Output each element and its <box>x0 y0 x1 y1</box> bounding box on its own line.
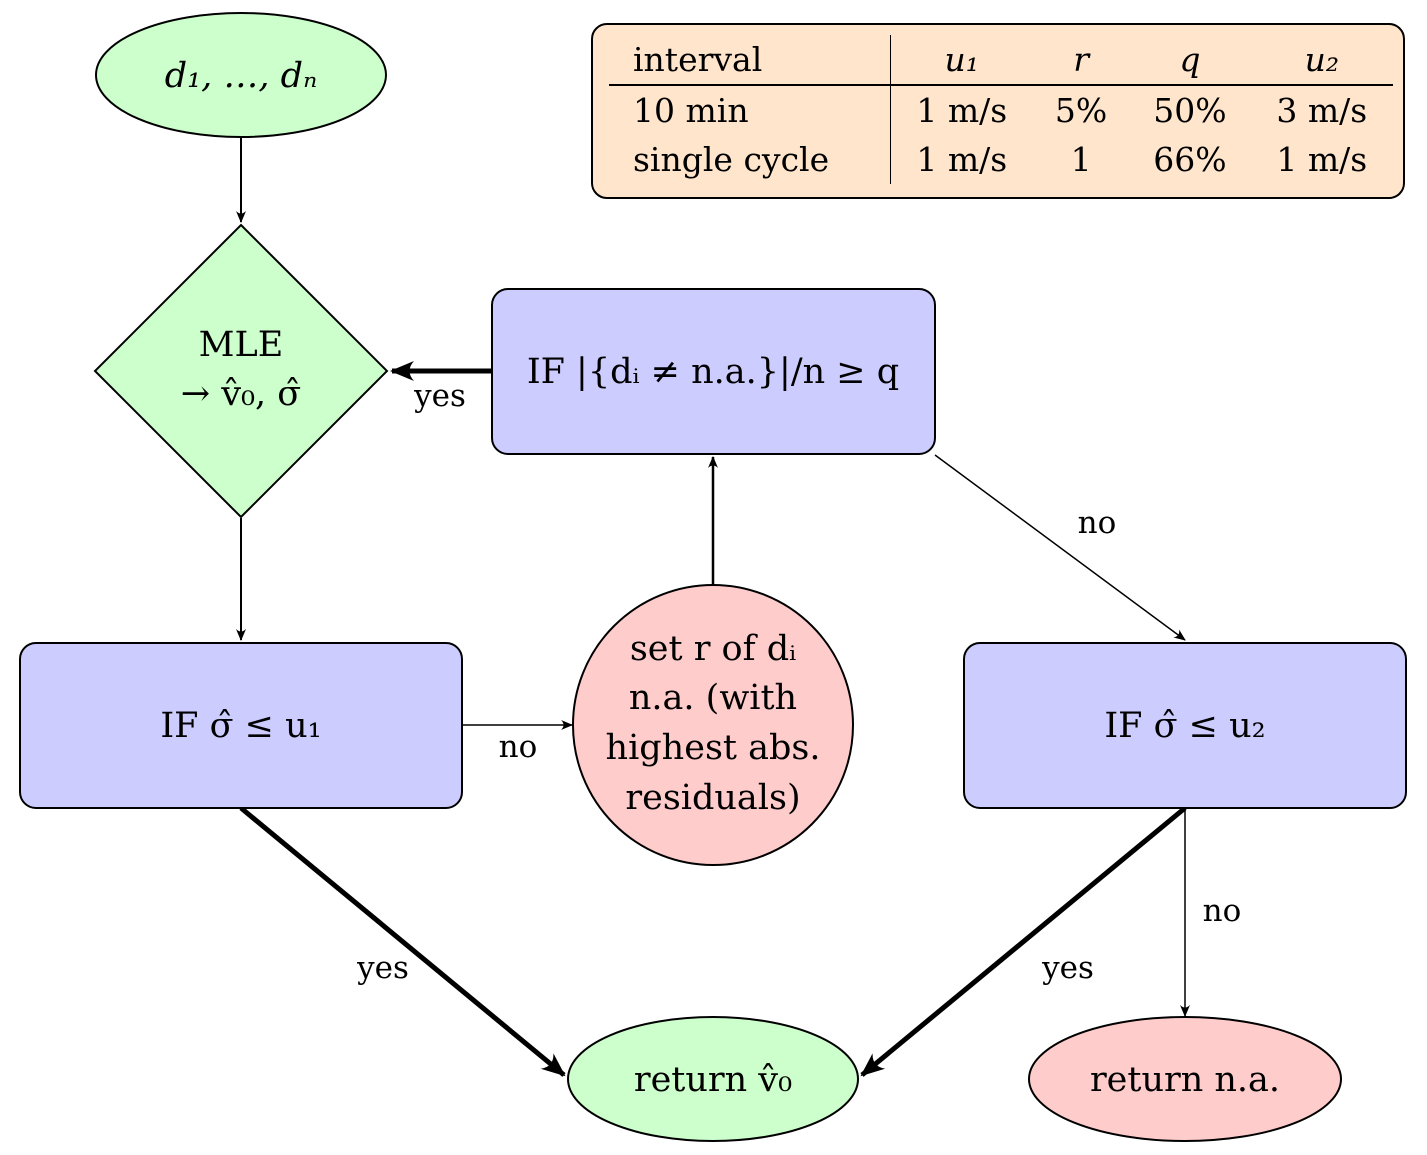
header-q: q <box>1179 40 1201 79</box>
cell-r: 5% <box>1054 91 1108 130</box>
cell-u2: 1 m/s <box>1276 140 1368 179</box>
mle-diamond <box>93 223 389 519</box>
check-u1-text: IF σ̂ ≤ u₁ <box>160 706 321 746</box>
header-r: r <box>1073 40 1089 79</box>
cell-u1: 1 m/s <box>916 91 1008 130</box>
set-na-line4: residuals) <box>625 778 800 818</box>
cell-q: 50% <box>1153 91 1227 130</box>
cell-interval: 10 min <box>609 85 891 135</box>
node-check-fraction: IF |{dᵢ ≠ n.a.}|/n ≥ q <box>491 288 936 455</box>
check-u2-text: IF σ̂ ≤ u₂ <box>1104 706 1265 746</box>
edge-label-yes-fraction: yes <box>413 378 466 414</box>
header-interval: interval <box>609 35 891 85</box>
node-return-v0: return v̂₀ <box>567 1016 859 1142</box>
return-na-ellipse <box>1028 1016 1342 1142</box>
cell-q: 66% <box>1153 140 1227 179</box>
set-na-line3: highest abs. <box>606 728 821 768</box>
cell-r: 1 <box>1070 140 1092 179</box>
parameter-table-box: interval u₁ r q u₂ 10 min 1 m/s 5% 50% 3… <box>591 23 1405 199</box>
return-v0-text: return v̂₀ <box>634 1060 792 1100</box>
cell-interval: single cycle <box>609 135 891 184</box>
set-na-line2: n.a. (with <box>629 678 797 718</box>
node-input: d₁, …, dₙ <box>95 12 387 138</box>
edge-label-yes-u1: yes <box>356 950 409 986</box>
edge-label-no-u2: no <box>1203 893 1242 929</box>
check-u2-box <box>963 642 1407 809</box>
table-row: single cycle 1 m/s 1 66% 1 m/s <box>609 135 1393 184</box>
check-u1-box <box>19 642 463 809</box>
check-fraction-text: IF |{dᵢ ≠ n.a.}|/n ≥ q <box>527 352 899 392</box>
set-na-line1: set r of dᵢ <box>630 629 796 669</box>
edges <box>236 138 1190 1077</box>
table-header-row: interval u₁ r q u₂ <box>609 35 1393 85</box>
parameter-table: interval u₁ r q u₂ 10 min 1 m/s 5% 50% 3… <box>609 35 1393 184</box>
edge-label-yes-u2: yes <box>1041 950 1094 986</box>
node-set-na: set r of dᵢ n.a. (with highest abs. resi… <box>572 584 854 866</box>
cell-u2: 3 m/s <box>1276 91 1368 130</box>
return-na-text: return n.a. <box>1090 1060 1280 1100</box>
cell-u1: 1 m/s <box>916 140 1008 179</box>
header-u2: u₂ <box>1304 40 1340 79</box>
return-v0-ellipse <box>567 1016 859 1142</box>
table-row: 10 min 1 m/s 5% 50% 3 m/s <box>609 85 1393 135</box>
header-u1: u₁ <box>944 40 979 79</box>
node-mle: MLE → v̂₀, σ̂ <box>93 223 389 519</box>
input-text: d₁, …, dₙ <box>165 56 318 96</box>
node-check-u1: IF σ̂ ≤ u₁ <box>19 642 463 809</box>
edge-check-fraction-to-check-u2 <box>934 454 1186 641</box>
input-ellipse <box>95 12 387 138</box>
edge-check-u2-to-return-v0 <box>860 806 1187 1077</box>
mle-line1: MLE <box>199 325 284 365</box>
mle-line2: → v̂₀, σ̂ <box>181 374 301 414</box>
set-na-circle <box>572 584 854 866</box>
node-check-u2: IF σ̂ ≤ u₂ <box>963 642 1407 809</box>
check-fraction-box <box>491 288 936 455</box>
edge-label-no-fraction: no <box>1078 505 1117 541</box>
edge-check-u1-to-return-v0 <box>239 806 566 1077</box>
node-return-na: return n.a. <box>1028 1016 1342 1142</box>
edge-label-no-u1: no <box>499 729 538 765</box>
